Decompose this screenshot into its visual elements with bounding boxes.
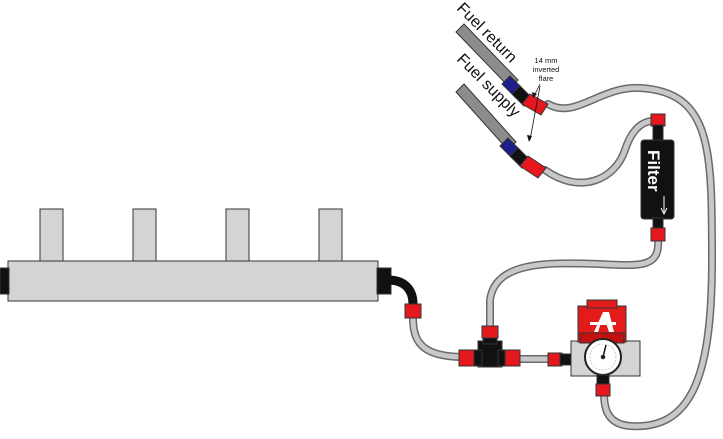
return-line-fitting	[521, 93, 549, 116]
regulator-return-port	[595, 383, 611, 397]
injector-2	[132, 208, 157, 262]
rail-elbow-hose	[383, 275, 418, 309]
filter-top-fitting	[650, 113, 666, 127]
injector-1	[39, 208, 64, 262]
supply-hard-line	[455, 83, 547, 179]
injector-3	[225, 208, 250, 262]
rail-end-cap	[0, 267, 10, 295]
return-hard-line	[455, 23, 549, 116]
fuel-pressure-regulator	[547, 299, 641, 397]
rail-body	[7, 260, 379, 302]
filter-bottom-fitting	[650, 227, 666, 242]
tee-fitting	[458, 325, 521, 368]
flare-label-line2: inverted	[533, 65, 560, 74]
flare-label-line3: flare	[539, 74, 554, 83]
tee-top-port	[481, 325, 499, 339]
hose-lines	[409, 83, 716, 431]
supply-line-fitting	[519, 155, 547, 179]
fuel-rail	[0, 208, 392, 302]
tee-left-port	[458, 349, 475, 367]
tee-right-port	[504, 349, 521, 367]
filter-label: Filter	[644, 150, 663, 192]
callout-arrow-supply	[529, 85, 541, 141]
flare-callout: 14 mm inverted flare	[527, 56, 559, 142]
flare-label-line1: 14 mm	[535, 56, 558, 65]
injector-4	[318, 208, 343, 262]
fuel-filter	[640, 113, 675, 242]
rail-elbow-fitting	[404, 303, 422, 319]
filter-to-tee-hose	[486, 236, 663, 334]
